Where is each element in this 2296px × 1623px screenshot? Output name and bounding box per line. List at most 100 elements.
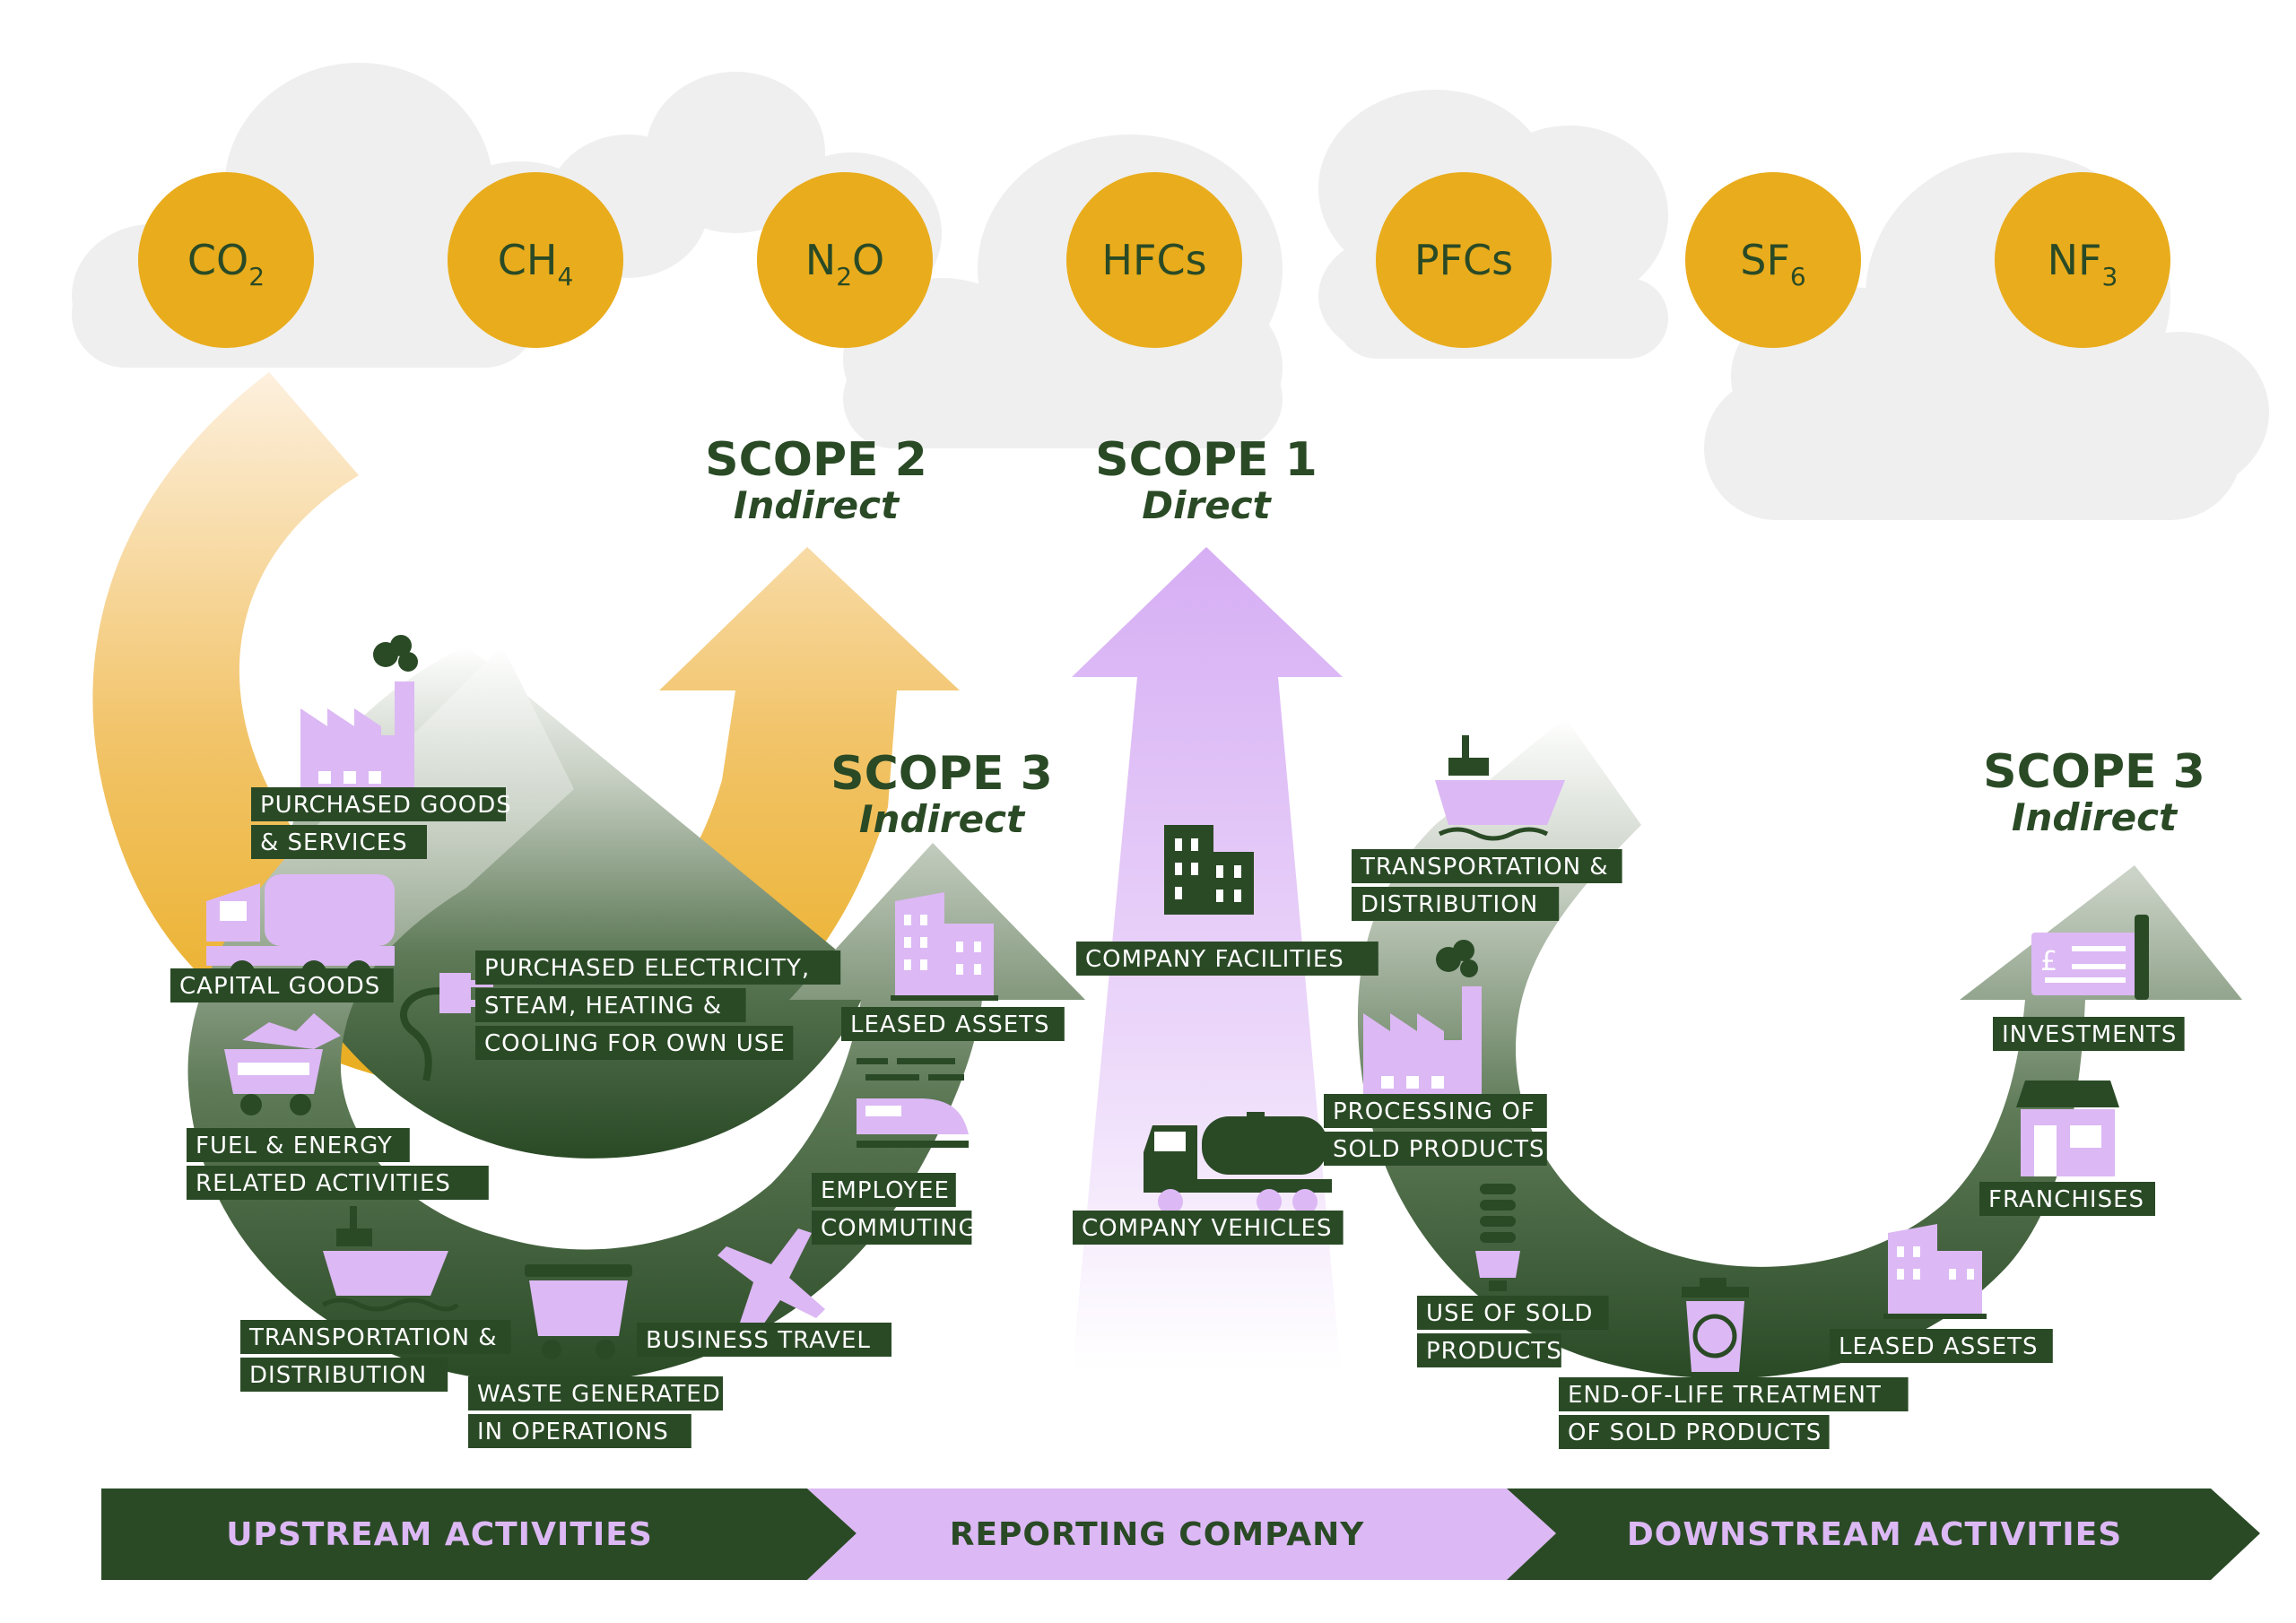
scope1-subtitle: Direct [1142, 483, 1272, 527]
gas-circle: PFCs [1376, 172, 1552, 348]
label-box [1352, 849, 1622, 883]
gas-formula: N2O [805, 236, 884, 291]
label-investments: INVESTMENTS [1993, 1017, 2185, 1051]
label-line: EMPLOYEE [821, 1177, 950, 1204]
coal-cart-icon [224, 1013, 341, 1115]
gas-circle-shape [1995, 172, 2170, 348]
upstream-band-label: UPSTREAM ACTIVITIES [226, 1516, 653, 1553]
scope2-heading: SCOPE 2 Indirect [705, 433, 927, 527]
label-line: USE OF SOLD [1426, 1300, 1593, 1327]
label-line: BUSINESS TRAVEL [646, 1327, 871, 1354]
label-line: COMPANY FACILITIES [1085, 946, 1344, 973]
label-line: PRODUCTS [1426, 1338, 1562, 1365]
label-line: TRANSPORTATION & [1360, 854, 1609, 881]
label-line: SOLD PRODUCTS [1333, 1136, 1545, 1163]
factory-icon [300, 635, 418, 807]
label-purchased-electricity: PURCHASED ELECTRICITY,STEAM, HEATING &CO… [475, 950, 841, 1060]
scope3-downstream-heading: SCOPE 3 Indirect [1983, 745, 2205, 839]
label-box [1559, 1415, 1830, 1449]
label-line: DISTRIBUTION [249, 1362, 427, 1389]
company-building-icon [1164, 825, 1254, 915]
label-box [240, 1320, 511, 1354]
label-purchased-goods: PURCHASED GOODS & SERVICES [251, 787, 512, 859]
label-leased-up: LEASED ASSETS [841, 1007, 1065, 1041]
gas-circle-shape [1376, 172, 1552, 348]
building-icon [891, 892, 998, 1001]
label-line: WASTE GENERATED [477, 1381, 721, 1408]
gas-formula: PFCs [1414, 236, 1513, 284]
scope3-downstream-subtitle: Indirect [2012, 795, 2179, 839]
gas-circles: CO2 CH4 N2O HFCs PFCs SF6 NF3 [138, 172, 2170, 348]
scope3-upstream-title: SCOPE 3 [831, 747, 1053, 801]
scope3-downstream-title: SCOPE 3 [1983, 745, 2205, 799]
gas-circle-shape [1685, 172, 1861, 348]
gas-circle: CO2 [138, 172, 314, 348]
downstream-band [1507, 1488, 2260, 1580]
upstream-band [101, 1488, 857, 1580]
label-box [637, 1323, 891, 1357]
label-box [1417, 1333, 1561, 1367]
label-line: LEASED ASSETS [1839, 1333, 2039, 1360]
label-box [251, 787, 506, 821]
train-icon [857, 1058, 969, 1148]
shop-icon [2016, 1081, 2119, 1176]
label-box [475, 1026, 794, 1060]
gas-circle: CH4 [448, 172, 623, 348]
icons: £ [206, 635, 2149, 1372]
label-box [812, 1173, 956, 1207]
label-end-of-life: END-OF-LIFE TREATMENT OF SOLD PRODUCTS [1559, 1377, 1909, 1449]
reporting-band-label: REPORTING COMPANY [950, 1516, 1365, 1553]
downstream-band-label: DOWNSTREAM ACTIVITIES [1627, 1516, 2122, 1553]
activity-labels: PURCHASED GOODS & SERVICES CAPITAL GOODS PU… [170, 787, 2185, 1449]
label-line: CAPITAL GOODS [179, 973, 380, 1000]
building-icon-downstream [1883, 1224, 1987, 1319]
label-use-sold: USE OF SOLD PRODUCTS [1417, 1296, 1609, 1367]
label-line: END-OF-LIFE TREATMENT [1568, 1382, 1882, 1409]
label-line: DISTRIBUTION [1361, 891, 1538, 918]
label-transport-down: TRANSPORTATION & DISTRIBUTION [1352, 849, 1622, 921]
label-box [240, 1358, 448, 1392]
label-box [1993, 1017, 2185, 1051]
gas-circle-shape [1066, 172, 1242, 348]
tanker-truck-icon [1144, 1112, 1332, 1214]
label-box [170, 968, 394, 1002]
label-line: OF SOLD PRODUCTS [1568, 1419, 1822, 1446]
label-box [475, 988, 746, 1022]
gas-formula: SF6 [1740, 236, 1806, 291]
label-business-travel: BUSINESS TRAVEL [637, 1323, 891, 1357]
gas-circle-shape [138, 172, 314, 348]
label-leased-down: LEASED ASSETS [1830, 1329, 2053, 1363]
label-box [1979, 1182, 2155, 1216]
scope2-subtitle: Indirect [734, 483, 900, 527]
label-line: INVESTMENTS [2002, 1021, 2177, 1048]
label-box [468, 1376, 723, 1410]
scope1-title: SCOPE 1 [1095, 433, 1318, 487]
waste-bin-icon [525, 1264, 632, 1359]
label-box [1076, 942, 1378, 976]
plane-icon [718, 1228, 825, 1345]
truck-icon [206, 874, 395, 985]
lightbulb-icon [1475, 1184, 1520, 1291]
label-line: & SERVICES [260, 829, 408, 856]
gas-formula: NF3 [2048, 236, 2118, 291]
label-box [251, 825, 427, 859]
scope3-upstream-subtitle: Indirect [859, 797, 1026, 841]
label-box [468, 1414, 691, 1448]
gas-circle-shape [757, 172, 933, 348]
label-company-facilities: COMPANY FACILITIES [1076, 942, 1378, 976]
label-box [1324, 1132, 1547, 1166]
label-line: RELATED ACTIVITIES [196, 1170, 451, 1197]
scope1-heading: SCOPE 1 Direct [1095, 433, 1318, 527]
label-line: PURCHASED GOODS [260, 792, 512, 819]
gas-circle: HFCs [1066, 172, 1242, 348]
ship-icon-downstream [1435, 735, 1565, 841]
label-box [1830, 1329, 2053, 1363]
gas-circle: SF6 [1685, 172, 1861, 348]
label-company-vehicles: COMPANY VEHICLES [1073, 1211, 1344, 1245]
gas-formula: CH4 [498, 236, 574, 291]
ship-icon [321, 1206, 459, 1312]
label-box [187, 1166, 489, 1200]
